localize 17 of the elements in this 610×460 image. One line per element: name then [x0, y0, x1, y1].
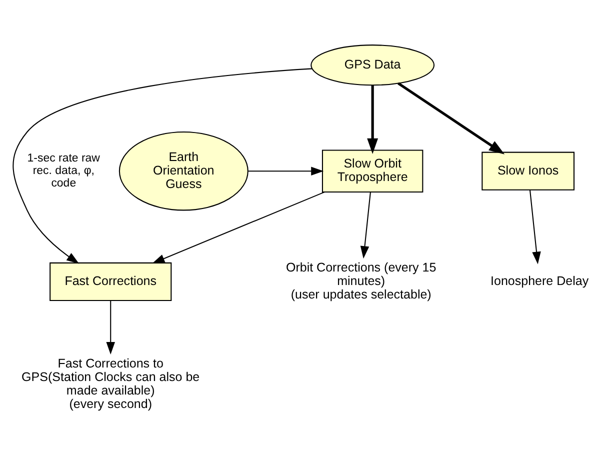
node-box: Fast Corrections [50, 262, 172, 301]
node-ellipse: Earth Orientation Guess [118, 131, 248, 210]
node-text: Orbit Corrections (every 15 minutes) (user updates selectable) [286, 260, 436, 302]
node-text: Fast Corrections to GPS(Station Clocks can also be made available) (every second) [22, 356, 200, 411]
arrow [106, 300, 115, 354]
arrow [12, 68, 312, 264]
arrow [152, 191, 325, 263]
node-ellipse: GPS Data [310, 44, 435, 86]
arrow [248, 166, 324, 175]
arrow [360, 192, 371, 258]
arrow [529, 190, 541, 264]
node-box: Slow Orbit Troposphere [322, 149, 424, 192]
edge-label: 1-sec rate raw rec. data, φ, code [27, 152, 100, 190]
node-box: Slow Ionos [482, 151, 575, 190]
arrow [367, 84, 378, 154]
node-text: Ionosphere Delay [490, 273, 589, 288]
arrow [398, 82, 505, 154]
